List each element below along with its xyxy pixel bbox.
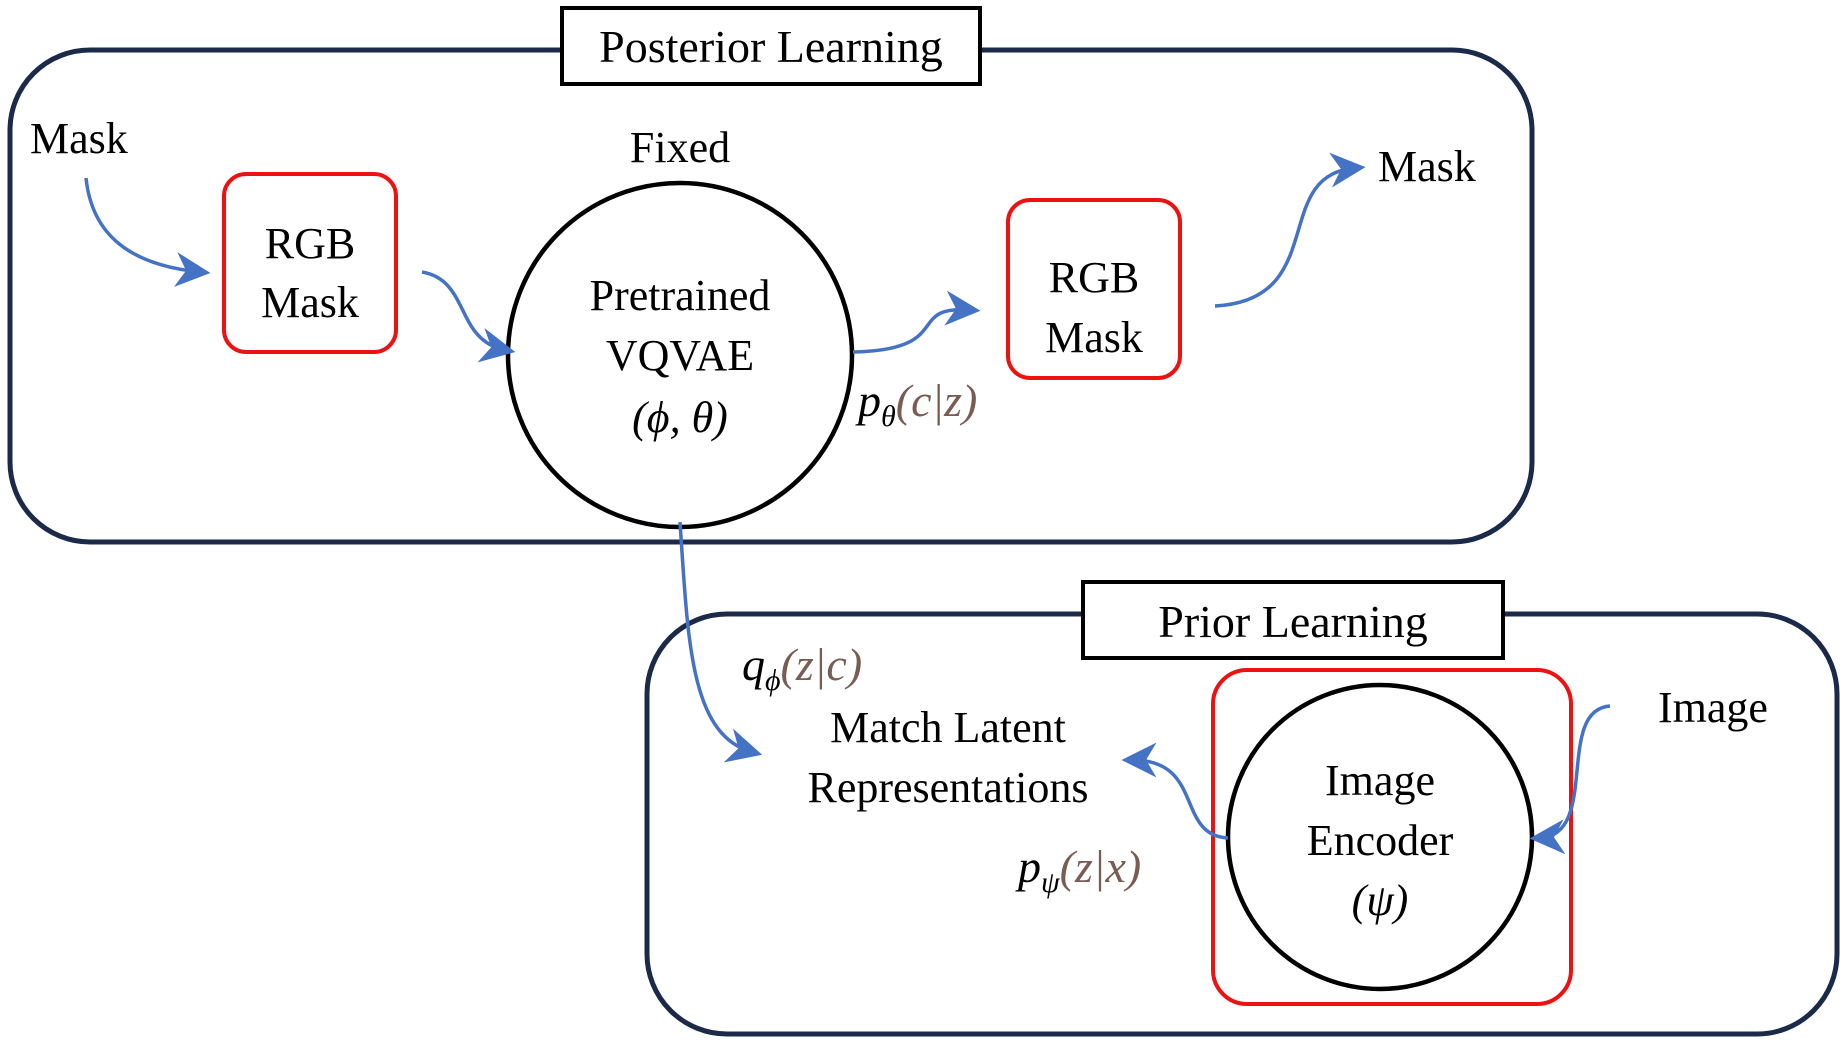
decoder-prob-label: pθ(c|z) [855, 375, 977, 433]
prior-title: Prior Learning [1158, 596, 1428, 647]
posterior-title: Posterior Learning [599, 21, 943, 72]
arrow-vqvae-to-match [678, 521, 763, 763]
encoder-args: (z|c) [781, 639, 863, 690]
image-sub: ψ [1041, 866, 1061, 899]
image-args: (z|x) [1060, 841, 1142, 892]
rgb-mask-left-line2: Mask [261, 278, 359, 327]
vqvae-line2: VQVAE [606, 331, 754, 380]
arrow-rgb-to-vqvae [421, 270, 516, 363]
rgb-mask-box-left [222, 172, 398, 354]
arrow-image-to-encoder [1529, 704, 1611, 855]
encoder-q: q [742, 639, 765, 690]
decoder-args: (c|z) [896, 375, 978, 426]
encoder-prob-label: qϕ(z|c) [742, 639, 862, 697]
image-encoder-line1: Image [1325, 756, 1435, 805]
prior-title-box [1081, 580, 1505, 660]
rgb-mask-left-line1: RGB [265, 219, 355, 268]
rgb-mask-right-line1: RGB [1049, 253, 1139, 302]
image-encoder-line2: Encoder [1307, 816, 1454, 865]
match-line1: Match Latent [830, 703, 1066, 752]
vqvae-params: (ϕ, θ) [632, 393, 728, 442]
image-prob-label: pψ(z|x) [1015, 841, 1141, 899]
image-p: p [1015, 841, 1041, 892]
decoder-p: p [855, 375, 881, 426]
encoder-sub: ϕ [765, 664, 781, 697]
rgb-mask-right-line2: Mask [1045, 313, 1143, 362]
image-encoder-box [1211, 668, 1573, 1006]
mask-output-label: Mask [1378, 142, 1476, 191]
posterior-title-box [560, 6, 982, 86]
mask-input-label: Mask [30, 114, 128, 163]
fixed-label: Fixed [630, 123, 730, 172]
arrow-mask-to-rgb [84, 177, 211, 287]
vqvae-line1: Pretrained [590, 271, 771, 320]
image-input-label: Image [1658, 683, 1768, 732]
arrow-rgb-to-mask [1214, 152, 1366, 308]
match-line2: Representations [807, 763, 1088, 812]
decoder-sub: θ [881, 400, 896, 433]
posterior-panel [7, 47, 1535, 545]
arrow-vqvae-to-rgb [852, 290, 981, 354]
image-encoder-params: (ψ) [1352, 876, 1409, 925]
arrow-encoder-to-match [1121, 742, 1229, 840]
rgb-mask-box-right [1006, 198, 1182, 380]
